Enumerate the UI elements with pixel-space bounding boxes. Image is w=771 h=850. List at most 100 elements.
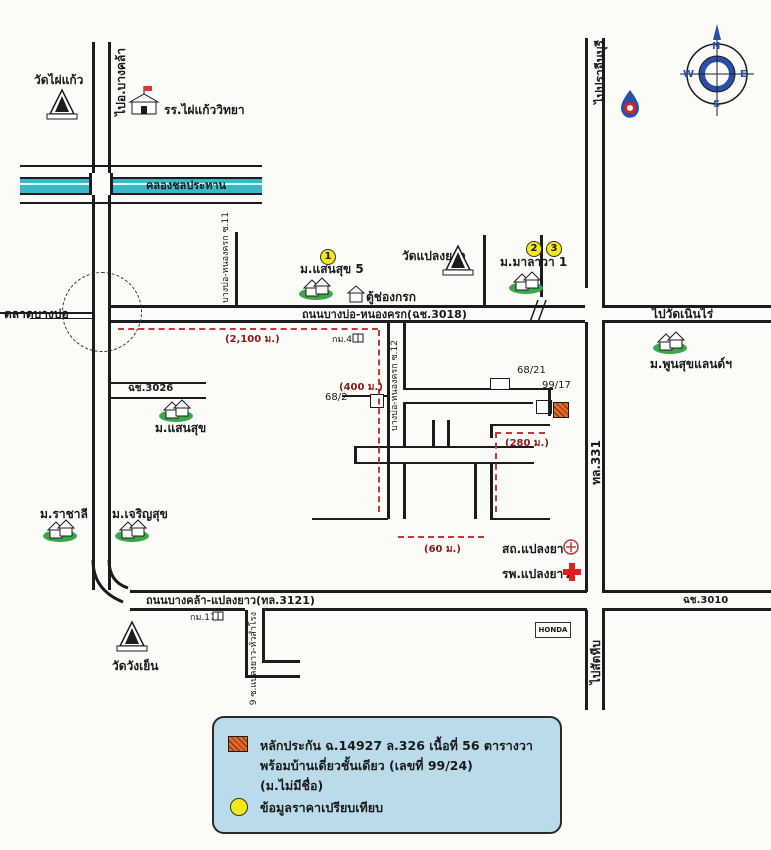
road-soi9-bottom (245, 675, 300, 678)
label-school: รร.ไผ่แก้ววิทยา (164, 103, 245, 117)
label-68-2: 68/2 (325, 392, 348, 403)
road-plaengyao-right (540, 235, 543, 297)
road-280-top (490, 424, 550, 426)
book-marker-icon (212, 611, 224, 621)
road-grid-h1-top (403, 388, 553, 390)
label-police-box: ตู้ช่องกรก (366, 290, 416, 304)
fuel-station-icon (621, 90, 639, 118)
health-station-icon (563, 539, 579, 555)
compass-w: W (683, 69, 695, 80)
honda-logo-icon: HONDA (535, 622, 571, 638)
canal-bridge (89, 173, 113, 195)
label-soi-9: 9 ซ.แปลงยาว-หัวสำโรง (249, 612, 259, 706)
temple-icon (442, 244, 474, 276)
road-grid-v2-right (447, 420, 450, 446)
road-331-left-c (585, 610, 588, 710)
comparison-marker-1: 1 (320, 249, 336, 265)
road-grid-v4-left (474, 464, 477, 519)
road-soi9-left (245, 610, 248, 678)
legend-line-3: (ม.ไม่มีชื่อ) (260, 778, 324, 793)
comparison-marker-3: 3 (546, 241, 562, 257)
road-3121-top (130, 590, 587, 593)
label-ban-charoensuk: ม.เจริญสุข (112, 507, 168, 521)
road-3018-top (110, 305, 585, 308)
distance-280: (280 ม.) (505, 438, 549, 449)
legend-line-1: หลักประกัน ฉ.14927 ล.326 เนื้อที่ 56 ตาร… (260, 738, 533, 753)
road-grid-h2-top (354, 446, 534, 448)
road-grid-h1-bottom (403, 402, 533, 404)
road-331-right-c (602, 610, 605, 710)
label-ban-malawan-1: ม.มาลาวา 1 (500, 255, 568, 269)
road-331-left-b (585, 322, 588, 592)
road-soi9-inner-bottom (262, 660, 300, 663)
compass-e: E (740, 69, 747, 80)
label-health-station: สถ.แปลงยาว (502, 542, 571, 556)
village-icon (653, 331, 687, 354)
road-soi12-left (387, 322, 390, 402)
temple-icon (116, 620, 148, 652)
property-swatch (228, 736, 248, 752)
label-hospital: รพ.แปลงยาว (502, 567, 570, 581)
village-icon (299, 277, 333, 300)
temple-icon (46, 88, 78, 120)
distance-400: (400 ม.) (339, 382, 383, 393)
building-68-2 (370, 394, 384, 408)
road-above-canal (20, 165, 262, 167)
road-curve (91, 560, 129, 604)
road-280-left (490, 424, 493, 438)
property-parcel (553, 402, 569, 418)
road-grid-v4-right (490, 464, 493, 519)
label-ban-saen-suk-5: ม.แสนสุข 5 (300, 262, 364, 276)
road-3018-bottom (110, 320, 585, 323)
canal-label: คลองชลประทาน (146, 179, 227, 192)
distance-line-280-down (495, 432, 497, 512)
canal (20, 177, 262, 195)
road-soi12-right (403, 322, 406, 388)
building-68-21 (490, 378, 510, 390)
compass-s: S (713, 99, 721, 110)
book-marker-icon (352, 333, 364, 343)
label-road-3018: ถนนบางบ่อ-หนองครก(ฉช.3018) (302, 308, 467, 321)
road-grid-left-h (354, 446, 357, 464)
comparison-swatch (230, 798, 248, 816)
label-3026: ฉช.3026 (128, 383, 174, 394)
road-331-right-b (602, 322, 605, 592)
road-3121-bottom-right (602, 608, 771, 611)
village-icon (43, 519, 77, 542)
road-3121-bottom-mid (262, 608, 587, 611)
compass-n: N (712, 41, 721, 52)
label-wat-phai-kaeo: วัดไผ่แก้ว (34, 73, 84, 87)
road-grid-v3-right (403, 464, 406, 519)
distance-line-60 (398, 536, 484, 538)
road-grid-v2-left (432, 420, 435, 446)
label-3010: ฉช.3010 (683, 595, 729, 606)
distance-line-280 (495, 432, 545, 434)
road-plaengyao-left (483, 235, 486, 305)
label-km17: กม.17 (190, 613, 216, 623)
label-wat-wang-yen: วัดวังเย็น (112, 659, 159, 673)
label-68-21: 68/21 (517, 365, 546, 376)
village-icon (509, 271, 543, 294)
road-grid-v-left (387, 402, 390, 462)
road-3026-bottom (110, 397, 206, 399)
canal-inner-line (20, 183, 262, 185)
label-to-wat-noen-rai: ไปวัดเนินไร่ (652, 307, 714, 321)
label-road-3121: ถนนบางคล้า-แปลงยาว(ทล.3121) (146, 594, 315, 607)
road-331-left (585, 38, 588, 288)
distance-60: (60 ม.) (424, 544, 461, 555)
hospital-cross-icon (563, 563, 581, 581)
road-stub-property (548, 388, 551, 416)
label-ban-saen-suk: ม.แสนสุข (155, 421, 207, 435)
distance-line-2100 (118, 328, 378, 330)
label-to-sattahip: ไปสัตหีบ (589, 640, 603, 685)
legend-line-2: พร้อมบ้านเดี่ยวชั้นเดียว (เลขที่ 99/24) (260, 758, 473, 773)
road-68-2-spur (342, 395, 387, 397)
village-icon (159, 399, 193, 422)
label-ban-phunsuk-land: ม.พูนสุขแลนด์ฯ (650, 357, 732, 371)
label-99-17: 99/17 (542, 380, 571, 391)
label-soi-11: บางบ่อ-หนองครก ซ.11 (221, 212, 231, 303)
label-wat-plaeng-yao: วัดแปลงยาว (402, 249, 466, 263)
distance-line-400 (378, 330, 380, 512)
distance-2100: (2,100 ม.) (225, 334, 280, 345)
legend-line-4: ข้อมูลราคาเปรียบเทียบ (260, 800, 384, 815)
